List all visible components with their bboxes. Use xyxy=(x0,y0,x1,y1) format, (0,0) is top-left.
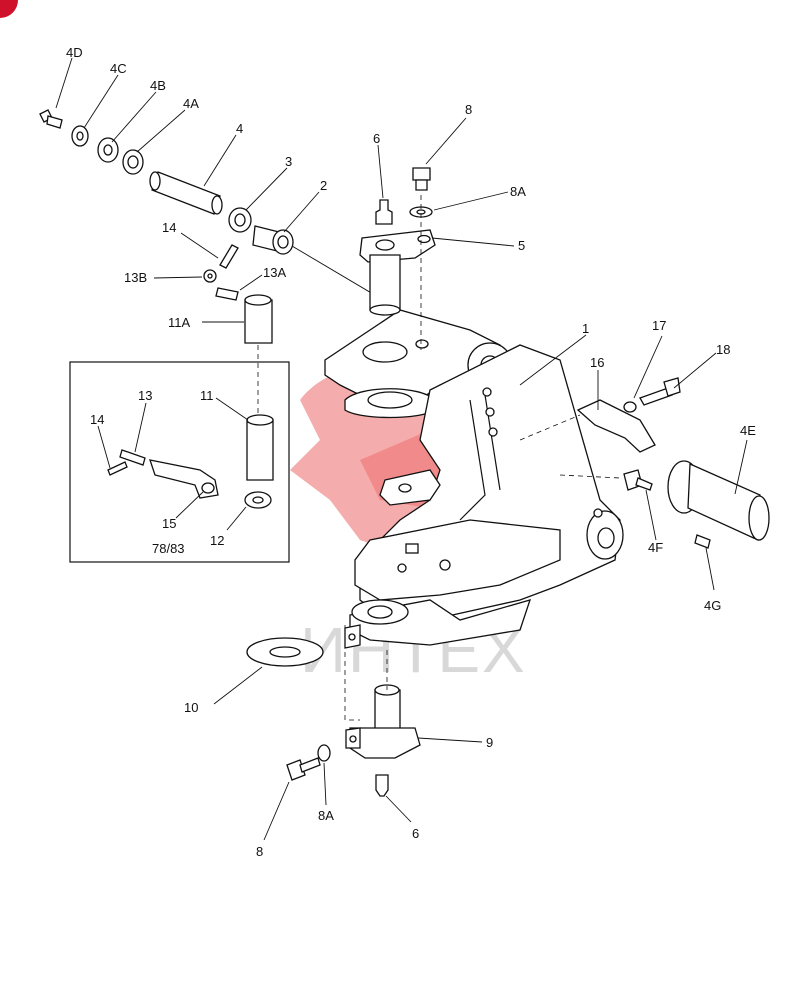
label-4E: 4E xyxy=(740,423,756,438)
label-8A-top: 8A xyxy=(510,184,526,199)
label-6-bottom: 6 xyxy=(412,826,419,841)
label-13A: 13A xyxy=(263,265,286,280)
label-4G: 4G xyxy=(704,598,721,613)
pin-group-left xyxy=(203,244,273,415)
corner-marker xyxy=(0,0,18,18)
steering-housing xyxy=(324,309,624,649)
label-9: 9 xyxy=(486,735,493,750)
pin-assembly-top xyxy=(39,109,401,311)
label-8-bottom: 8 xyxy=(256,844,263,859)
label-18: 18 xyxy=(716,342,730,357)
label-4: 4 xyxy=(236,121,243,136)
label-14-inset: 14 xyxy=(90,412,104,427)
leader-lines xyxy=(55,57,748,841)
label-13B: 13B xyxy=(124,270,147,285)
label-11A: 11A xyxy=(168,315,190,330)
inset-box: 78/83 xyxy=(69,361,290,563)
label-15-inset: 15 xyxy=(162,516,176,531)
lower-parts xyxy=(246,625,421,797)
label-1: 1 xyxy=(582,321,589,336)
label-14: 14 xyxy=(162,220,176,235)
label-4A: 4A xyxy=(183,96,199,111)
label-11-inset: 11 xyxy=(200,388,214,403)
label-4F: 4F xyxy=(648,540,663,555)
label-4B: 4B xyxy=(150,78,166,93)
label-17: 17 xyxy=(652,318,666,333)
label-2: 2 xyxy=(320,178,327,193)
label-12-inset: 12 xyxy=(210,533,224,548)
label-10: 10 xyxy=(184,700,198,715)
label-3: 3 xyxy=(285,154,292,169)
label-8-top: 8 xyxy=(465,102,472,117)
upper-kingpin xyxy=(359,167,436,350)
part-labels: 4D 4C 4B 4A 4 3 2 6 8 8A 5 14 13B 13A 11… xyxy=(66,45,756,859)
label-13-inset: 13 xyxy=(138,388,152,403)
label-6-top: 6 xyxy=(373,131,380,146)
label-8A-bottom: 8A xyxy=(318,808,334,823)
inset-caption: 78/83 xyxy=(152,541,185,556)
label-5: 5 xyxy=(518,238,525,253)
label-4C: 4C xyxy=(110,61,127,76)
label-4D: 4D xyxy=(66,45,83,60)
label-16: 16 xyxy=(590,355,604,370)
